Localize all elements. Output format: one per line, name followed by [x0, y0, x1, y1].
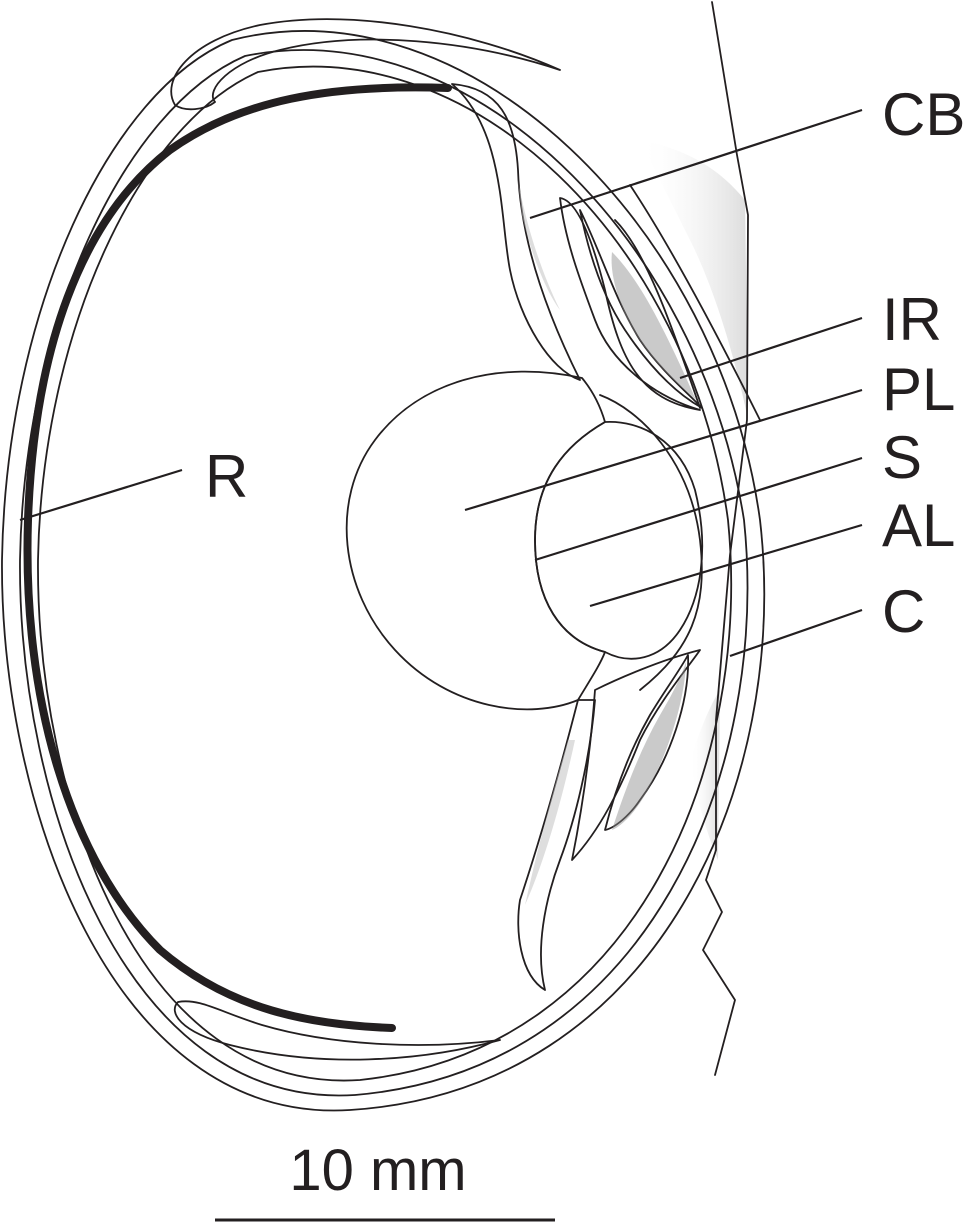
lower-ciliary-hatching: [525, 740, 575, 905]
lower-ciliary-wedge: [571, 649, 701, 861]
upper-eyelid: [170, 18, 561, 111]
upper-iris-pigment: [611, 252, 696, 400]
leader-line-cb: [529, 108, 863, 220]
leader-line-s: [534, 456, 863, 562]
upper-ciliary-wedge: [559, 197, 701, 411]
upper-iris-inner: [579, 209, 703, 409]
skin-shading-upper: [640, 140, 748, 420]
sclera-outer-line: [1, 30, 766, 1112]
skin-profile-line: [702, 1, 749, 1076]
leader-line-al: [589, 523, 863, 608]
label-pl: PL: [882, 356, 955, 423]
label-cb: CB: [882, 81, 965, 148]
upper-ciliary-fold: [451, 83, 581, 381]
lower-iris-inner: [604, 654, 689, 831]
anterior-lens: [534, 421, 704, 660]
label-r: R: [205, 443, 248, 510]
lower-iris-pigment: [612, 662, 686, 830]
label-s: S: [882, 424, 922, 491]
posterior-lens: [345, 370, 606, 711]
lower-eyelid: [173, 1000, 501, 1061]
leader-line-c: [729, 608, 863, 658]
cornea-inner: [599, 394, 703, 691]
label-c: C: [882, 578, 925, 645]
scale-bar-label: 10 mm: [289, 1138, 466, 1203]
lower-ciliary-fold: [517, 699, 596, 991]
leader-line-pl: [464, 388, 863, 512]
upper-iris-outer: [614, 219, 701, 409]
upper-iris-lip: [629, 184, 761, 421]
skin-shading-lower: [690, 690, 720, 860]
choroid-line: [37, 65, 732, 1082]
upper-ciliary-hatching: [518, 180, 560, 310]
leader-line-ir: [679, 316, 863, 380]
label-ir: IR: [882, 286, 942, 353]
label-al: AL: [882, 492, 955, 559]
retina-line: [23, 83, 452, 1032]
leader-line-r: [19, 468, 183, 522]
